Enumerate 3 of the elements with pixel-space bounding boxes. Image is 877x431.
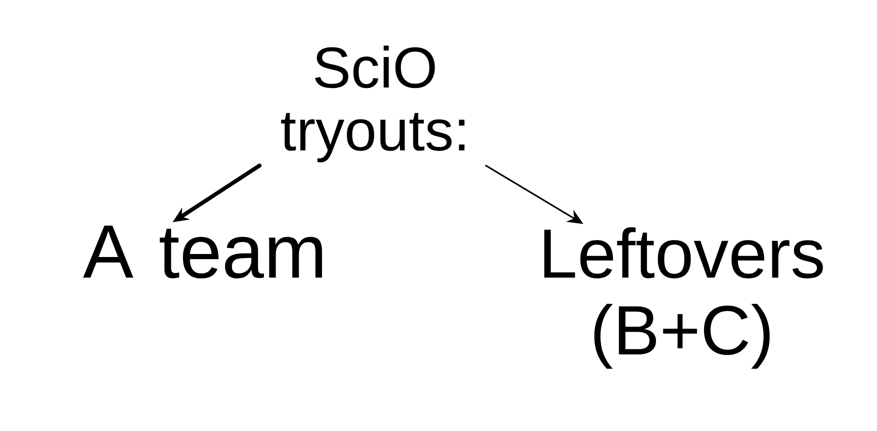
branch-label: A team: [83, 226, 322, 278]
root-label: SciO tryouts:: [281, 46, 464, 162]
branch-label: Leftovers (B+C): [544, 227, 823, 369]
